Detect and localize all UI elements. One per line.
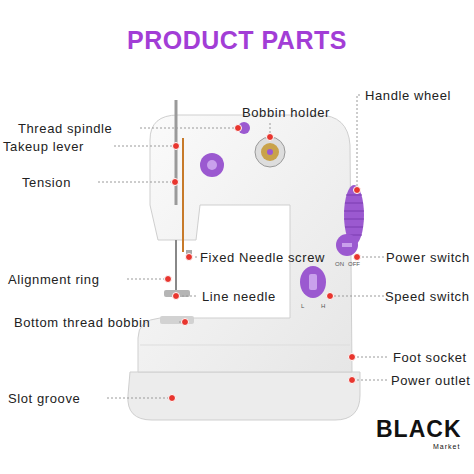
machine-body (138, 115, 352, 372)
thread (182, 138, 184, 252)
title: PRODUCT PARTS (127, 28, 347, 53)
part-label: Foot socket (393, 351, 467, 364)
tension-knob-center (207, 160, 217, 170)
part-label: Fixed Needle screw (200, 251, 325, 264)
platform-edge (140, 345, 350, 346)
part-label: Takeup lever (3, 140, 84, 153)
bobbin-center (267, 149, 273, 155)
part-label: Slot groove (8, 392, 80, 405)
leader-lines (98, 95, 389, 398)
machine-base (128, 372, 360, 420)
power-switch-bar (342, 243, 352, 247)
speed-switch-slot (309, 274, 317, 290)
bobbin-holder (255, 137, 285, 167)
part-label: Bobbin holder (242, 106, 330, 119)
watermark: Market (433, 443, 460, 450)
part-label: Bottom thread bobbin (14, 316, 150, 329)
needle-screw (186, 250, 192, 260)
switch-marking: ON (335, 261, 344, 267)
switch-marking: OFF (348, 261, 360, 267)
switch-marking: L (301, 303, 304, 309)
switch-marking: H (321, 303, 325, 309)
part-label: Handle wheel (365, 89, 451, 102)
tension-knob (200, 153, 224, 177)
part-label: Power switch (386, 251, 470, 264)
needle (175, 240, 177, 292)
part-label: Thread spindle (18, 122, 112, 135)
part-label: Line needle (202, 290, 276, 303)
part-label: Speed switch (385, 290, 470, 303)
callout-dots (165, 125, 361, 402)
part-label: Power outlet (391, 374, 470, 387)
speed-switch (300, 266, 326, 298)
part-label: Alignment ring (8, 273, 100, 286)
watermark: BLACK (376, 418, 462, 441)
wheel-ridges (344, 195, 364, 235)
bobbin (261, 143, 279, 161)
power-switch (336, 234, 358, 256)
thread-spindle (175, 100, 178, 205)
part-label: Tension (22, 176, 71, 189)
